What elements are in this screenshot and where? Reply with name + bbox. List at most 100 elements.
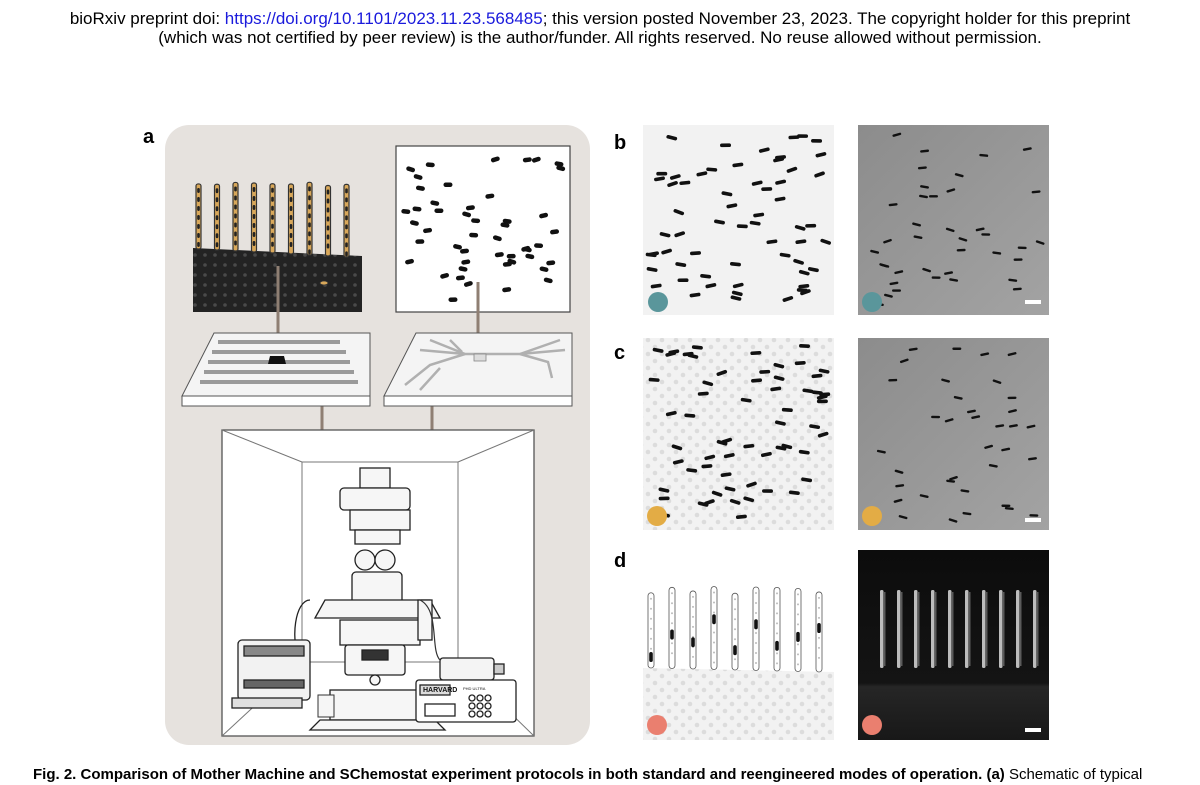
bacterium-cell bbox=[895, 484, 905, 488]
bacterium-cell bbox=[665, 410, 677, 417]
bacterium-cell bbox=[465, 205, 475, 211]
bacterium-cell bbox=[1012, 287, 1022, 291]
bacterium-cell bbox=[1026, 424, 1036, 429]
bacterium-cell bbox=[735, 514, 747, 519]
bacterium-cell bbox=[704, 454, 716, 461]
bacterium-cell bbox=[679, 180, 691, 186]
bacterium-cell bbox=[490, 156, 500, 163]
bacterium-cell bbox=[805, 223, 817, 228]
bacterium-cell bbox=[995, 424, 1005, 428]
bacterium-cell bbox=[793, 258, 804, 265]
bacterium-cell bbox=[668, 349, 680, 355]
bacterium-cell bbox=[716, 369, 728, 376]
bacterium-cell bbox=[988, 464, 998, 468]
bacterium-cell bbox=[750, 350, 762, 356]
bacterium-cell bbox=[884, 293, 893, 298]
salmon-marker-image bbox=[862, 715, 882, 735]
mm-trench bbox=[343, 183, 350, 258]
bacterium-cell bbox=[461, 259, 471, 265]
bacterium-cell bbox=[455, 275, 465, 281]
bacterium-cell bbox=[697, 501, 709, 507]
bacterium-cell bbox=[654, 176, 665, 182]
bacterium-cell bbox=[811, 138, 823, 143]
bacterium-cell bbox=[751, 378, 763, 383]
bacterium-cell bbox=[743, 496, 755, 503]
bacterium-cell bbox=[944, 271, 953, 275]
bacterium-cell bbox=[819, 392, 831, 397]
bacterium-cell bbox=[758, 147, 770, 153]
bacterium-cell bbox=[883, 238, 892, 244]
bacterium-cell bbox=[554, 161, 564, 167]
figure-caption: Fig. 2. Comparison of Mother Machine and… bbox=[33, 766, 1142, 783]
bacterium-cell bbox=[471, 218, 481, 224]
tubing bbox=[419, 599, 441, 661]
caption-text: Schematic of typical bbox=[1004, 766, 1143, 783]
bacterium-cell bbox=[1004, 506, 1014, 511]
bacterium-cell bbox=[415, 185, 425, 191]
bacterium-cell bbox=[967, 409, 976, 414]
trench bbox=[948, 590, 952, 668]
bacterium-cell bbox=[732, 282, 744, 289]
bacterium-cell bbox=[798, 283, 810, 289]
bacterium-cell bbox=[546, 260, 556, 266]
schemostat-schematic bbox=[395, 145, 571, 313]
bacterium-cell bbox=[500, 222, 510, 228]
bacterium-cell bbox=[721, 191, 733, 197]
header-line-2: (which was not certified by peer review)… bbox=[158, 28, 1042, 47]
bacterium-cell bbox=[788, 490, 800, 496]
mm-trench bbox=[306, 181, 313, 256]
bacterium-cell bbox=[928, 195, 938, 198]
bacterium-cell bbox=[952, 347, 962, 350]
bacterium-cell bbox=[800, 289, 811, 296]
bacterium-cell bbox=[760, 451, 772, 458]
header-prefix: bioRxiv preprint doi: bbox=[69, 9, 225, 28]
bacterium-cell bbox=[945, 227, 955, 233]
bacterium-cell bbox=[766, 239, 778, 245]
bacterium-cell bbox=[686, 468, 698, 473]
bacterium-cell bbox=[658, 496, 670, 501]
bacterium-cell bbox=[534, 243, 544, 248]
bacterium-cell bbox=[1008, 278, 1018, 282]
bacterium-cell bbox=[425, 162, 435, 168]
bacterium-cell bbox=[919, 494, 929, 499]
bacterium-cell bbox=[494, 252, 504, 258]
bacterium-cell bbox=[650, 283, 662, 289]
bacterium-cell bbox=[682, 351, 694, 357]
bacterium-cell bbox=[941, 378, 950, 383]
bacterium-cell bbox=[798, 269, 810, 276]
bacterium-cell bbox=[726, 203, 738, 209]
bacterium-cell bbox=[731, 290, 743, 297]
bacterium-cell bbox=[677, 278, 689, 283]
bacterium-cell bbox=[469, 232, 479, 238]
bacterium-cell bbox=[1017, 246, 1027, 250]
doi-link[interactable]: https://doi.org/10.1101/2023.11.23.56848… bbox=[224, 9, 543, 28]
bacterium-cell bbox=[440, 273, 450, 279]
trench bbox=[931, 590, 935, 668]
bacterium-cell bbox=[899, 358, 909, 364]
bacterium-cell bbox=[781, 407, 793, 413]
bacterium-cell bbox=[948, 518, 958, 523]
trench bbox=[914, 590, 918, 668]
bacterium-cell bbox=[525, 253, 535, 260]
bacterium-cell bbox=[814, 171, 825, 178]
bacterium-cell bbox=[971, 415, 981, 420]
bacterium-cell bbox=[711, 490, 723, 497]
bacterium-cell bbox=[724, 486, 736, 492]
panel-d-trenches bbox=[647, 586, 823, 673]
bacterium-cell bbox=[448, 297, 458, 302]
bacterium-cell bbox=[723, 453, 735, 459]
bacterium-cell bbox=[702, 380, 714, 387]
bacterium-cell bbox=[716, 439, 728, 446]
bacterium-cell bbox=[675, 262, 687, 267]
bacterium-cell bbox=[753, 212, 765, 218]
bacterium-cell bbox=[720, 472, 732, 477]
bacterium-cell bbox=[730, 295, 742, 301]
trench bbox=[773, 586, 781, 672]
caption-title: Fig. 2. Comparison of Mother Machine and… bbox=[33, 766, 983, 783]
bacterium-cell bbox=[458, 266, 468, 272]
bacterium-cell bbox=[706, 167, 718, 172]
bacterium-cell bbox=[415, 239, 425, 244]
bacterium-cell bbox=[749, 220, 761, 226]
bacterium-cell bbox=[751, 180, 763, 186]
bacterium-cell bbox=[406, 166, 416, 173]
